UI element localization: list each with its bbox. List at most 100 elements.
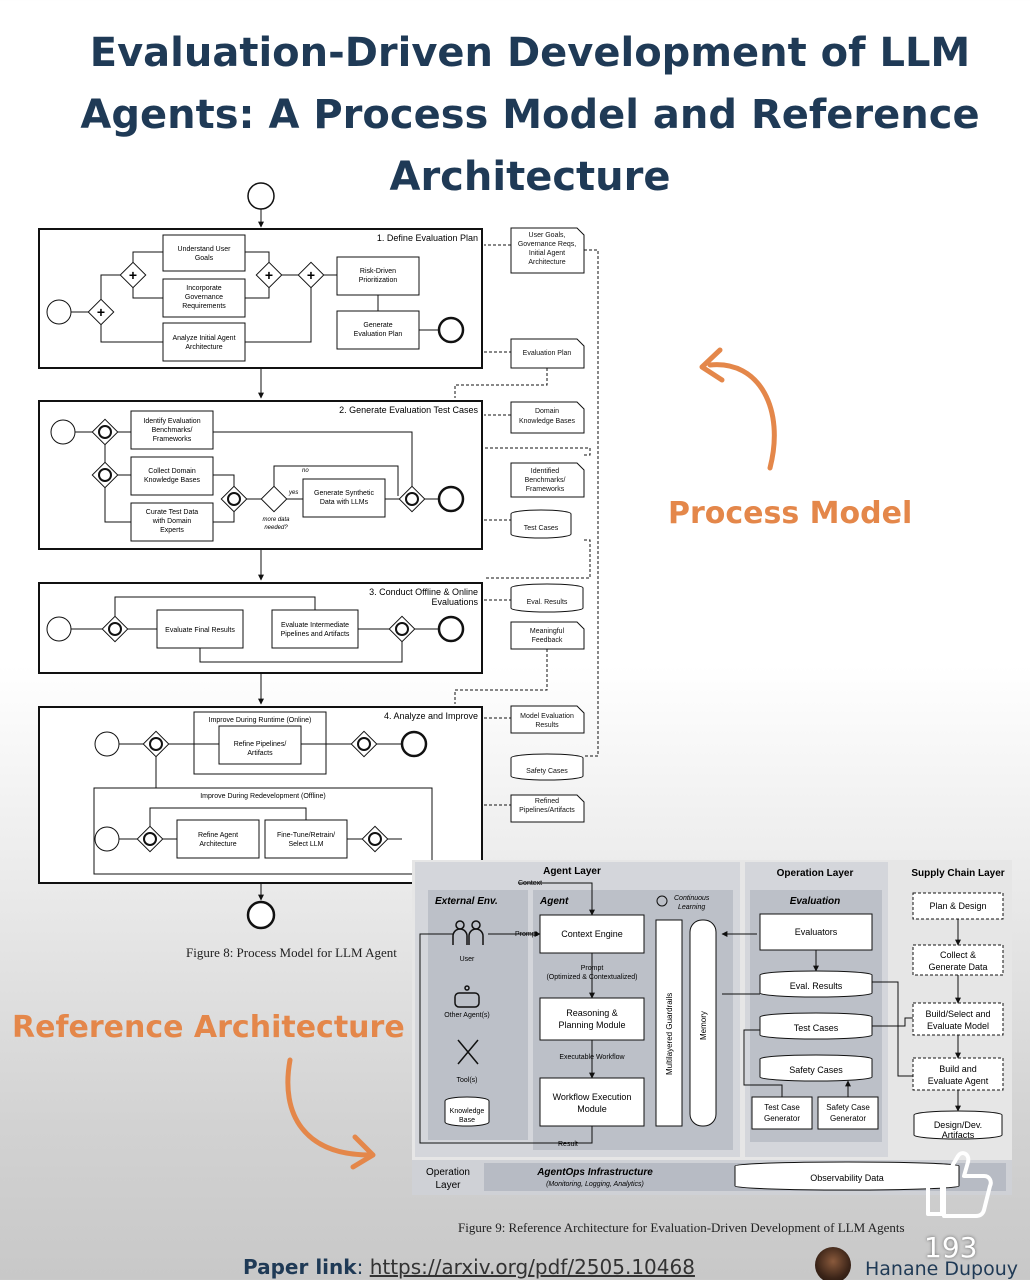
task-box xyxy=(162,234,246,272)
task-label: Understand User xyxy=(178,246,232,253)
svg-text:Pipelines/Artifacts: Pipelines/Artifacts xyxy=(519,807,575,814)
paper-link[interactable]: Paper link: https://arxiv.org/pdf/2505.1… xyxy=(243,1255,695,1279)
task-box xyxy=(271,609,359,649)
svg-text:Supply Chain Layer: Supply Chain Layer xyxy=(911,868,1004,879)
svg-text:Frameworks: Frameworks xyxy=(526,486,565,493)
svg-text:Generate: Generate xyxy=(363,322,392,329)
svg-text:+: + xyxy=(97,304,105,320)
reference-architecture-label: Reference Architecture xyxy=(12,1010,405,1045)
svg-text:Continuous: Continuous xyxy=(674,895,710,902)
svg-text:Build/Select and: Build/Select and xyxy=(925,1009,990,1019)
svg-text:Initial Agent: Initial Agent xyxy=(529,250,565,257)
workflow-execution-module xyxy=(539,1077,645,1127)
svg-text:Module: Module xyxy=(577,1104,607,1114)
svg-text:Architecture: Architecture xyxy=(199,841,236,848)
author-avatar xyxy=(815,1247,851,1280)
task-box xyxy=(130,410,214,450)
svg-text:Safety Cases: Safety Cases xyxy=(789,1065,843,1075)
svg-text:Refine Pipelines/: Refine Pipelines/ xyxy=(234,741,287,748)
svg-text:User: User xyxy=(460,956,475,963)
paper-url[interactable]: https://arxiv.org/pdf/2505.10468 xyxy=(369,1255,695,1279)
svg-text:Test Cases: Test Cases xyxy=(524,525,559,532)
svg-text:Meaningful: Meaningful xyxy=(530,628,565,635)
svg-text:Generator: Generator xyxy=(764,1114,800,1123)
task-box xyxy=(336,310,420,350)
svg-text:Model Evaluation: Model Evaluation xyxy=(520,713,574,720)
svg-text:Artifacts: Artifacts xyxy=(247,750,273,757)
svg-text:more data: more data xyxy=(262,517,290,523)
page-title: Evaluation-Driven Development of LLM Age… xyxy=(80,30,980,200)
svg-text:Knowledge: Knowledge xyxy=(450,1108,485,1115)
svg-text:Feedback: Feedback xyxy=(532,637,563,644)
svg-text:Architecture: Architecture xyxy=(528,259,565,266)
svg-text:Results: Results xyxy=(535,722,559,729)
svg-text:Test Case: Test Case xyxy=(764,1103,800,1112)
svg-text:Result: Result xyxy=(558,1141,578,1148)
svg-text:Evaluations: Evaluations xyxy=(431,597,478,607)
svg-text:Knowledge Bases: Knowledge Bases xyxy=(144,477,201,484)
svg-text:Evaluation: Evaluation xyxy=(790,896,841,907)
svg-text:Prompt: Prompt xyxy=(515,931,538,938)
svg-text:+: + xyxy=(265,267,273,283)
svg-text:Operation: Operation xyxy=(426,1167,470,1178)
svg-text:yes: yes xyxy=(288,490,298,496)
memory xyxy=(689,919,717,1127)
svg-text:Agent: Agent xyxy=(539,896,569,907)
svg-text:Base: Base xyxy=(459,1117,475,1124)
svg-text:Governance Reqs,: Governance Reqs, xyxy=(518,241,576,248)
task-box xyxy=(264,819,348,859)
svg-text:Domain: Domain xyxy=(535,408,559,415)
svg-text:Evaluators: Evaluators xyxy=(795,927,838,937)
process-model-label: Process Model xyxy=(668,496,913,531)
svg-text:Generate Synthetic: Generate Synthetic xyxy=(314,490,374,497)
svg-text:(Monitoring, Logging, Analytic: (Monitoring, Logging, Analytics) xyxy=(546,1181,644,1188)
svg-text:Evaluation Plan: Evaluation Plan xyxy=(354,331,403,338)
guardrails xyxy=(655,919,683,1127)
svg-text:Context Engine: Context Engine xyxy=(561,929,623,939)
thumbs-up-icon[interactable] xyxy=(918,1140,998,1220)
svg-text:Risk-Driven: Risk-Driven xyxy=(360,268,396,275)
svg-text:Identify Evaluation: Identify Evaluation xyxy=(143,418,200,425)
svg-text:Safety Cases: Safety Cases xyxy=(526,768,568,775)
svg-text:Evaluate Final Results: Evaluate Final Results xyxy=(165,627,235,634)
svg-text:Generate Data: Generate Data xyxy=(928,962,987,972)
author-name: Hanane Dupouy xyxy=(865,1258,1019,1280)
svg-text:Pipelines and Artifacts: Pipelines and Artifacts xyxy=(281,631,350,638)
svg-text:Design/Dev.: Design/Dev. xyxy=(934,1120,982,1130)
svg-text:User Goals,: User Goals, xyxy=(529,232,566,239)
svg-text:Refine Agent: Refine Agent xyxy=(198,832,238,839)
svg-text:Test Cases: Test Cases xyxy=(794,1023,839,1033)
svg-text:Benchmarks/: Benchmarks/ xyxy=(525,477,566,484)
svg-text:Memory: Memory xyxy=(699,1011,708,1040)
svg-text:Data with LLMs: Data with LLMs xyxy=(320,499,369,506)
artifact-column: User Goals, Governance Reqs, Initial Age… xyxy=(510,227,585,823)
svg-text:Collect Domain: Collect Domain xyxy=(148,468,196,475)
svg-text:External Env.: External Env. xyxy=(435,896,498,907)
svg-text:with Domain: with Domain xyxy=(152,518,192,525)
svg-text:Curate Test Data: Curate Test Data xyxy=(146,509,199,516)
svg-text:Knowledge Bases: Knowledge Bases xyxy=(519,418,576,425)
svg-text:Eval. Results: Eval. Results xyxy=(790,981,843,991)
svg-text:Observability Data: Observability Data xyxy=(810,1173,884,1183)
svg-text:Collect &: Collect & xyxy=(940,950,976,960)
figure-9-caption: Figure 9: Reference Architecture for Eva… xyxy=(458,1220,905,1235)
svg-text:no: no xyxy=(302,468,309,474)
svg-text:Identified: Identified xyxy=(531,468,560,475)
svg-text:+: + xyxy=(129,267,137,283)
reasoning-planning-module xyxy=(539,997,645,1041)
svg-text:Eval. Results: Eval. Results xyxy=(527,599,568,606)
svg-text:Reasoning &: Reasoning & xyxy=(566,1008,618,1018)
svg-text:Prioritization: Prioritization xyxy=(359,277,398,284)
svg-text:Frameworks: Frameworks xyxy=(153,436,192,443)
svg-text:Governance: Governance xyxy=(185,294,223,301)
svg-text:Analyze Initial Agent: Analyze Initial Agent xyxy=(172,335,235,342)
svg-text:AgentOps Infrastructure: AgentOps Infrastructure xyxy=(536,1167,653,1178)
svg-text:Operation Layer: Operation Layer xyxy=(777,868,854,879)
svg-text:Benchmarks/: Benchmarks/ xyxy=(152,427,193,434)
phase-1-title: 1. Define Evaluation Plan xyxy=(377,233,478,243)
svg-text:Evaluate Agent: Evaluate Agent xyxy=(928,1076,989,1086)
orange-arrow-architecture xyxy=(285,1057,376,1170)
orange-arrow-process xyxy=(699,347,777,471)
